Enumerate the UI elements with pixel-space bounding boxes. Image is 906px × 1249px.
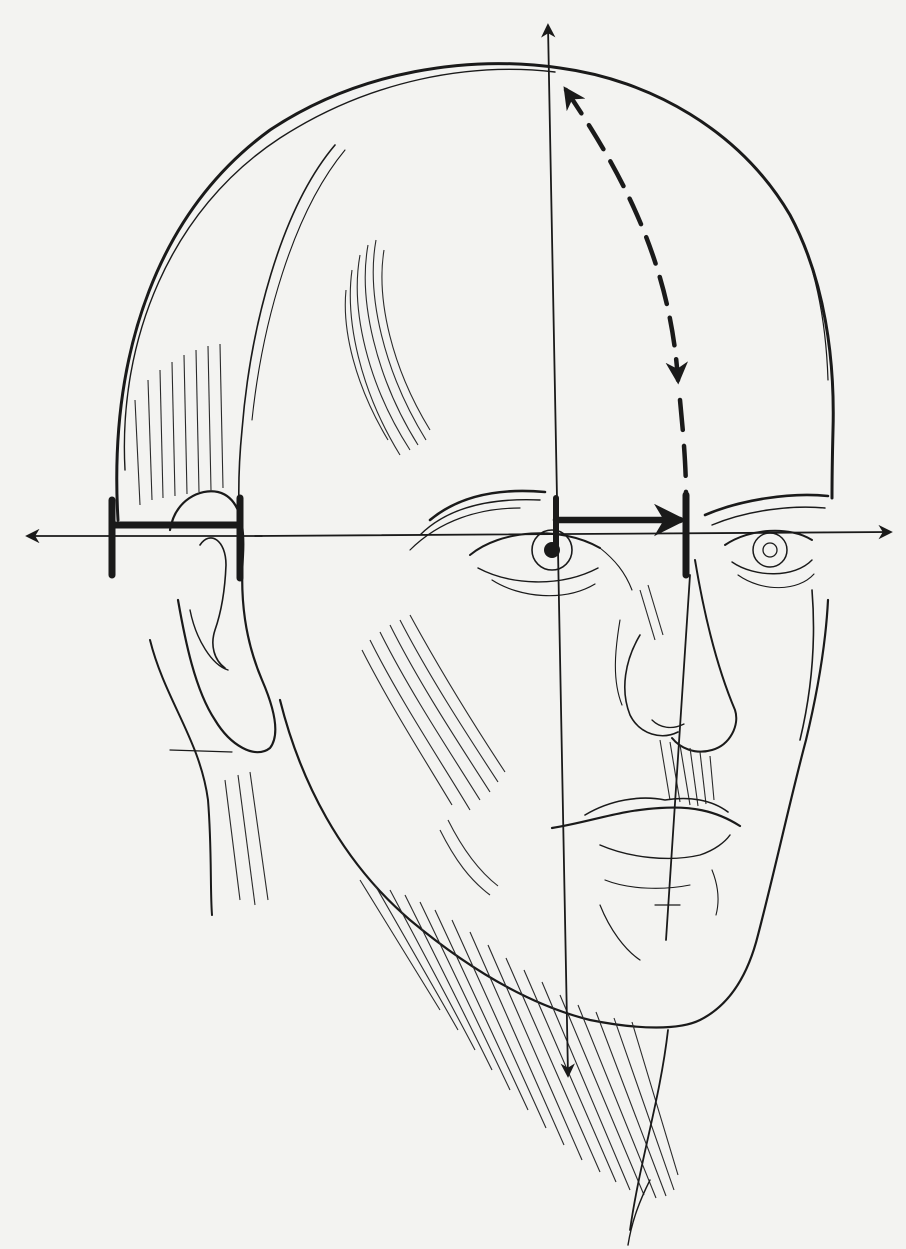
chin (600, 870, 718, 960)
ear-width-measure (112, 498, 240, 578)
eyebrow-left (410, 491, 545, 550)
eye-right (725, 531, 814, 588)
neck-hatching (225, 772, 268, 905)
side-plane-line (239, 145, 345, 530)
temple-hatching (345, 240, 430, 455)
jaw-line (280, 600, 828, 1028)
cranium-outline (117, 64, 833, 520)
eye-left (470, 530, 632, 596)
ear (170, 491, 275, 752)
neck-front (628, 1030, 668, 1245)
neck-back (150, 640, 232, 915)
mouth (552, 798, 740, 888)
eye-offset-measure (556, 495, 686, 575)
jaw-hatching (360, 880, 678, 1198)
cheek-hatching (362, 615, 505, 895)
back-head-hatching (135, 344, 223, 505)
curved-dashed-arrow (566, 90, 686, 495)
nose (615, 560, 736, 752)
eyebrow-right (705, 495, 828, 525)
